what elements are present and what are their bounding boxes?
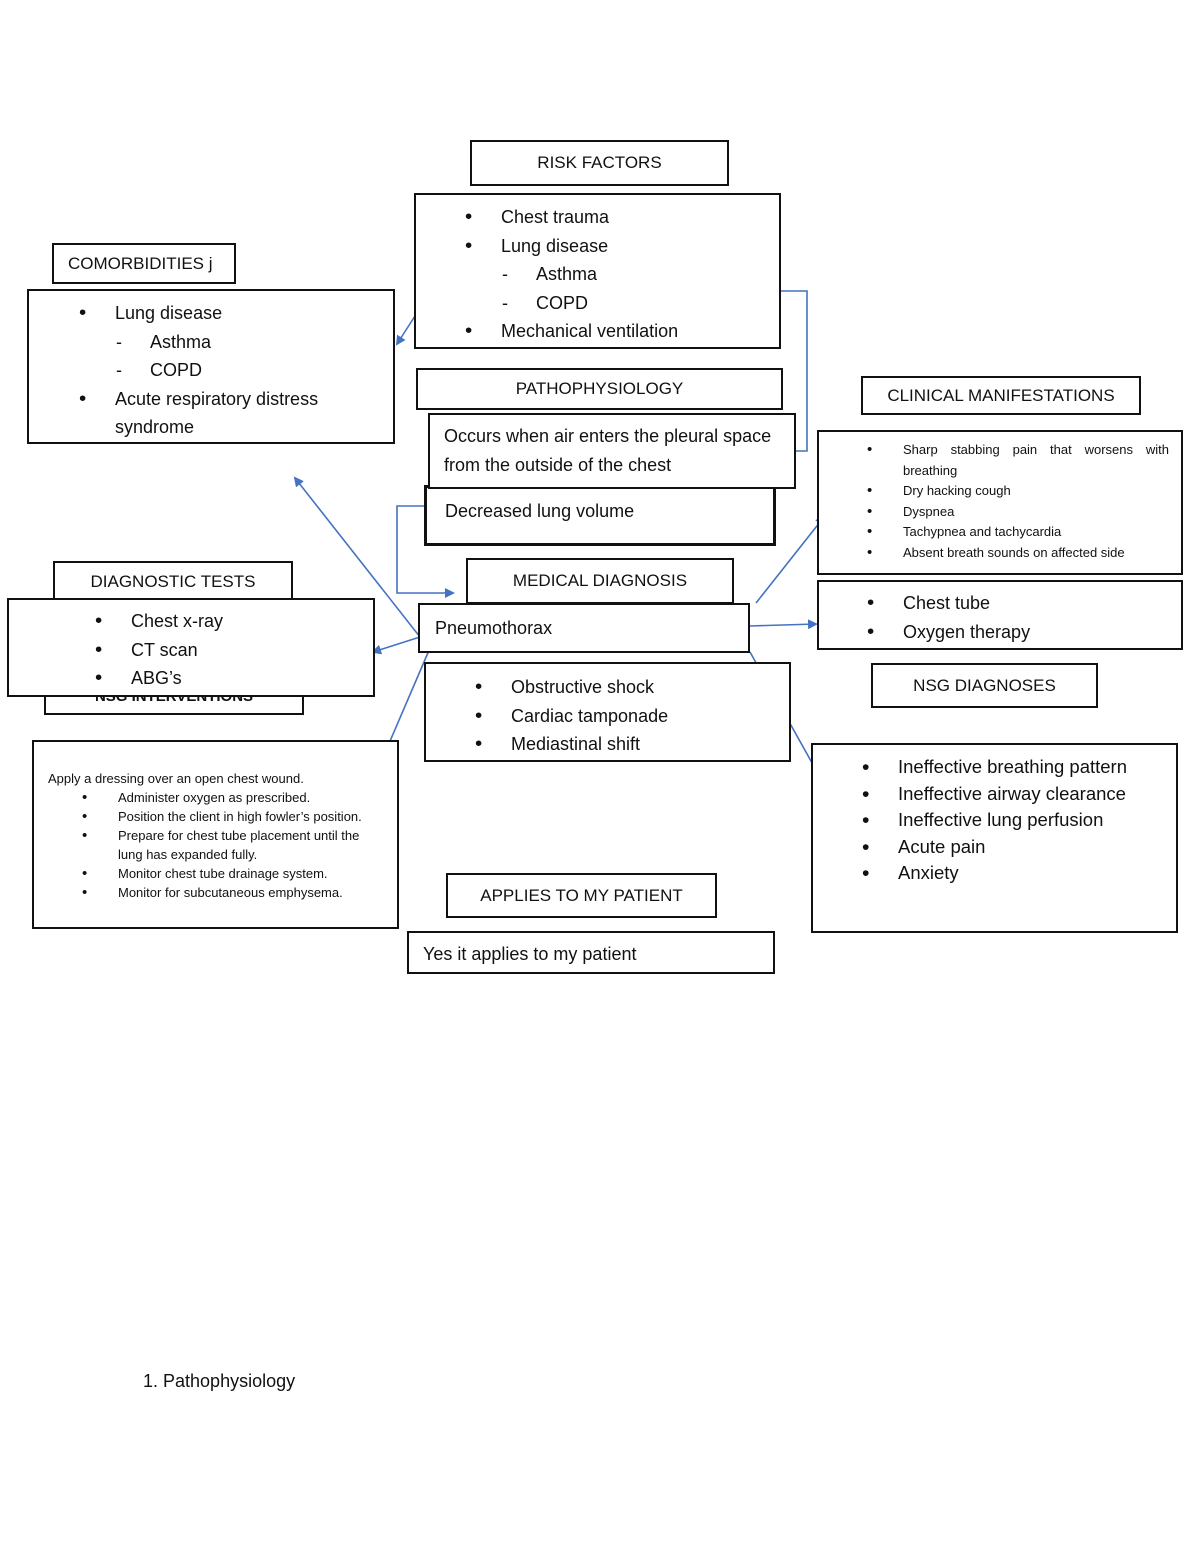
medical-diagnosis-box: Pneumothorax xyxy=(418,603,750,653)
list-item: Chest trauma xyxy=(465,203,779,232)
medical-diagnosis-header-label: MEDICAL DIAGNOSIS xyxy=(512,571,688,590)
list-item: Absent breath sounds on affected side xyxy=(867,543,1169,564)
applies-header-label: APPLIES TO MY PATIENT xyxy=(480,885,683,905)
clinical-manifestations-box: Sharp stabbing pain that worsens with br… xyxy=(817,430,1183,575)
complications-box: Obstructive shock Cardiac tamponade Medi… xyxy=(424,662,791,762)
decreased-lung-volume-text: Decreased lung volume xyxy=(445,501,635,521)
medical-diagnosis-name: Pneumothorax xyxy=(435,618,553,638)
list-item: CT scan xyxy=(95,636,373,665)
pathophysiology-box: Occurs when air enters the pleural space… xyxy=(428,413,796,489)
risk-factors-box: Chest trauma Lung disease Asthma COPD Me… xyxy=(414,193,781,349)
decreased-lung-volume-box: Decreased lung volume xyxy=(424,485,776,546)
complications-list: Obstructive shock Cardiac tamponade Medi… xyxy=(475,673,789,759)
medical-diagnosis-header: MEDICAL DIAGNOSIS xyxy=(466,558,734,604)
treatment-list: Chest tube Oxygen therapy xyxy=(867,589,1181,647)
applies-header: APPLIES TO MY PATIENT xyxy=(446,873,717,918)
applies-text: Yes it applies to my patient xyxy=(423,944,637,964)
nsg-diagnoses-list: Ineffective breathing pattern Ineffectiv… xyxy=(862,754,1176,887)
pathophysiology-header: PATHOPHYSIOLOGY xyxy=(416,368,783,410)
list-item: Dry hacking cough xyxy=(867,481,1169,502)
list-item: Position the client in high fowler’s pos… xyxy=(82,807,383,826)
risk-factors-header-label: RISK FACTORS xyxy=(537,153,662,172)
applies-box: Yes it applies to my patient xyxy=(407,931,775,974)
risk-factors-header: RISK FACTORS xyxy=(470,140,729,186)
nsg-interventions-intro: Apply a dressing over an open chest woun… xyxy=(48,771,304,786)
list-item: Chest x-ray xyxy=(95,607,373,636)
arrow-diagnosis-to-treatment xyxy=(749,619,818,630)
list-item: COPD xyxy=(116,356,373,385)
risk-factors-list: Chest trauma Lung disease Asthma COPD Me… xyxy=(465,203,779,346)
list-item: ABG’s xyxy=(95,664,373,693)
comorbidities-header: COMORBIDITIES j xyxy=(52,243,236,284)
list-item: Monitor for subcutaneous emphysema. xyxy=(82,883,383,902)
list-item: Prepare for chest tube placement until t… xyxy=(82,826,383,864)
nsg-diagnoses-header: NSG DIAGNOSES xyxy=(871,663,1098,708)
clinical-manifestations-header: CLINICAL MANIFESTATIONS xyxy=(861,376,1141,415)
list-item: Ineffective breathing pattern xyxy=(862,754,1176,781)
arrow-risk-to-comorbidities xyxy=(395,315,416,346)
list-item: Lung disease xyxy=(79,299,373,328)
list-item: Oxygen therapy xyxy=(867,618,1181,647)
nsg-diagnoses-box: Ineffective breathing pattern Ineffectiv… xyxy=(811,743,1178,933)
diagnostic-tests-box: Chest x-ray CT scan ABG’s xyxy=(7,598,375,697)
list-item: Mediastinal shift xyxy=(475,730,789,759)
list-item: Administer oxygen as prescribed. xyxy=(82,788,383,807)
list-item: Asthma xyxy=(502,260,779,289)
nsg-interventions-box: Apply a dressing over an open chest woun… xyxy=(32,740,399,929)
diagnostic-tests-header: DIAGNOSTIC TESTS xyxy=(53,561,293,602)
list-item: Chest tube xyxy=(867,589,1181,618)
diagnostic-tests-list: Chest x-ray CT scan ABG’s xyxy=(95,607,373,693)
list-item: Obstructive shock xyxy=(475,673,789,702)
list-item: Tachypnea and tachycardia xyxy=(867,522,1169,543)
list-item: Lung disease xyxy=(465,232,779,261)
clinical-manifestations-list: Sharp stabbing pain that worsens with br… xyxy=(867,440,1169,564)
list-item: Ineffective airway clearance xyxy=(862,781,1176,808)
list-item: Acute respiratory distress syndrome xyxy=(79,385,373,442)
list-item: Acute pain xyxy=(862,834,1176,861)
nsg-interventions-list: Administer oxygen as prescribed. Positio… xyxy=(48,788,383,902)
list-item: Dyspnea xyxy=(867,502,1169,523)
treatment-box: Chest tube Oxygen therapy xyxy=(817,580,1183,650)
list-item: Monitor chest tube drainage system. xyxy=(82,864,383,883)
comorbidities-header-label: COMORBIDITIES j xyxy=(68,253,213,273)
list-item: COPD xyxy=(502,289,779,318)
diagnostic-tests-header-label: DIAGNOSTIC TESTS xyxy=(90,571,256,591)
list-item: Ineffective lung perfusion xyxy=(862,807,1176,834)
clinical-manifestations-header-label: CLINICAL MANIFESTATIONS xyxy=(887,385,1115,405)
comorbidities-list: Lung disease Asthma COPD Acute respirato… xyxy=(79,299,373,442)
pathophysiology-text: Occurs when air enters the pleural space… xyxy=(444,426,772,475)
list-item: Cardiac tamponade xyxy=(475,702,789,731)
footer-text: 1. Pathophysiology xyxy=(143,1371,296,1391)
arrow-diagnosis-to-diagnostics xyxy=(371,636,421,655)
list-item: Asthma xyxy=(116,328,373,357)
list-item: Sharp stabbing pain that worsens with br… xyxy=(867,440,1169,481)
comorbidities-box: Lung disease Asthma COPD Acute respirato… xyxy=(27,289,395,444)
nsg-diagnoses-header-label: NSG DIAGNOSES xyxy=(913,675,1056,695)
list-item: Anxiety xyxy=(862,860,1176,887)
pathophysiology-header-label: PATHOPHYSIOLOGY xyxy=(515,379,684,398)
list-item: Mechanical ventilation xyxy=(465,317,779,346)
